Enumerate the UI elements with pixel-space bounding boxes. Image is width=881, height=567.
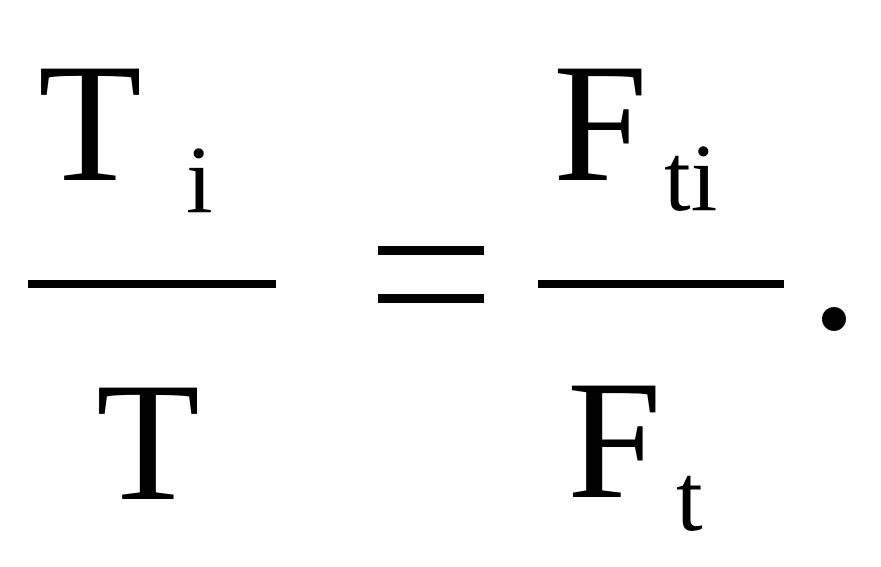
right-denominator-subscript: t — [676, 444, 703, 551]
right-denominator-symbol: F — [567, 346, 662, 534]
equals-lower-line — [378, 294, 484, 303]
left-numerator-subscript: i — [186, 126, 213, 233]
right-fraction-bar — [538, 280, 784, 288]
right-numerator-symbol: F — [553, 29, 648, 217]
trailing-period — [822, 307, 846, 331]
left-fraction-bar — [28, 280, 276, 288]
left-denominator-symbol: T — [96, 348, 200, 536]
right-numerator-subscript: ti — [664, 124, 718, 231]
equals-upper-line — [378, 246, 484, 255]
left-numerator-symbol: T — [38, 29, 142, 217]
